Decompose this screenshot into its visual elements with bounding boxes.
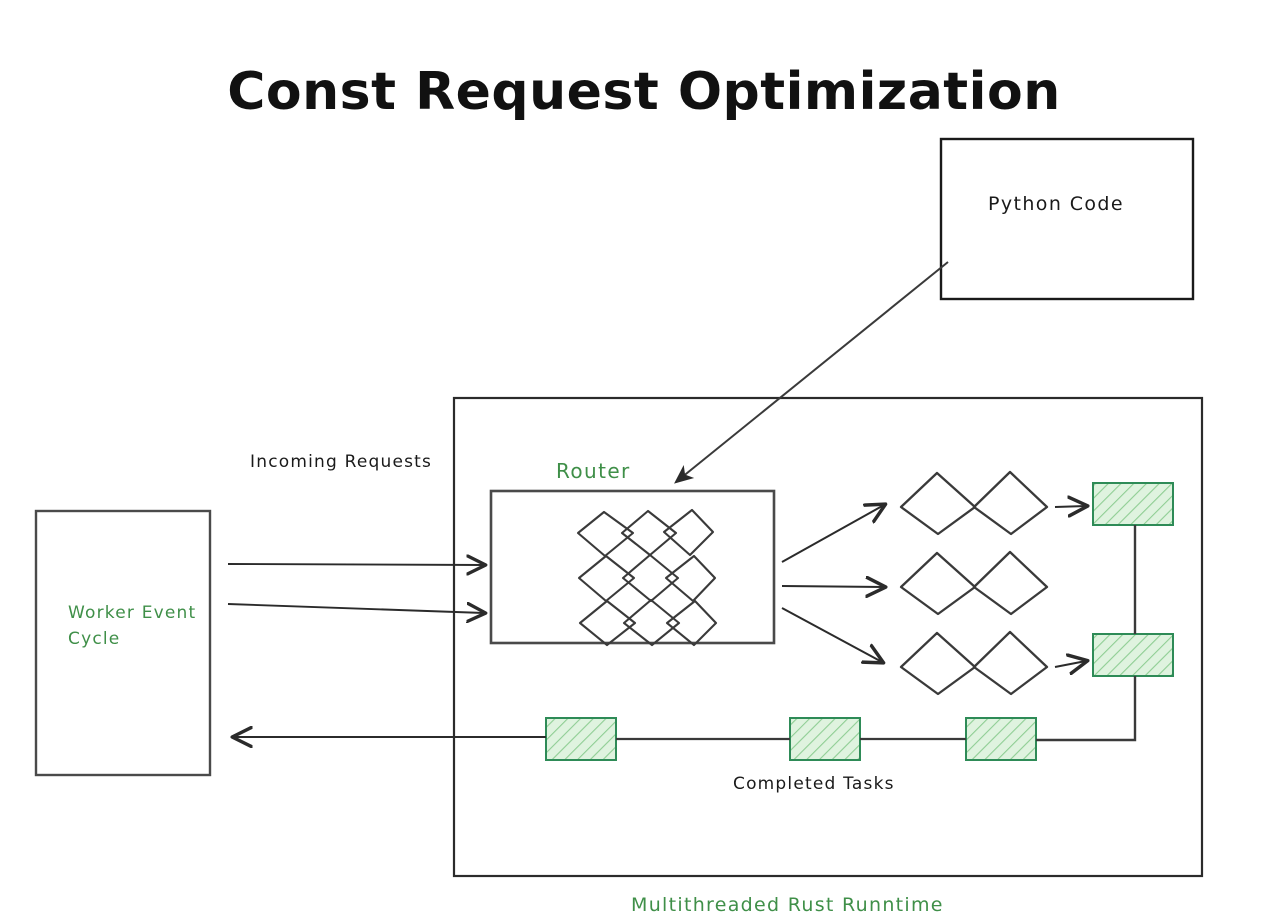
worker-output-boxes	[1092, 482, 1174, 677]
arrow-incoming-request-1	[227, 564, 484, 565]
python-code-label: Python Code	[988, 193, 1124, 215]
completed-tasks-label: Completed Tasks	[733, 774, 895, 794]
arrow-router-to-lane-3	[781, 607, 882, 662]
completed-task-boxes	[545, 717, 1037, 761]
worker-output-box-bottom[interactable]	[1092, 633, 1174, 677]
worker-event-cycle-box[interactable]	[34, 509, 212, 777]
arrow-incoming-request-2	[227, 604, 484, 613]
connector-output-to-bottom	[1036, 676, 1137, 742]
page-title: Const Request Optimization	[227, 62, 1061, 122]
completed-task-box-3[interactable]	[965, 717, 1037, 761]
arrow-router-to-lane-2	[781, 586, 884, 587]
completed-task-box-1[interactable]	[545, 717, 617, 761]
worker-lane-diamonds	[899, 470, 1049, 696]
python-code-box[interactable]	[939, 137, 1195, 301]
arrow-lane3-to-output	[1054, 661, 1086, 667]
worker-event-cycle-label: Worker Event Cycle	[68, 603, 197, 649]
worker-output-box-top[interactable]	[1092, 482, 1174, 526]
router-queue-diamonds	[576, 508, 718, 647]
arrow-router-to-lane-1	[781, 505, 884, 563]
router-box[interactable]	[489, 489, 776, 645]
router-label: Router	[556, 459, 631, 483]
runtime-container-label: Multithreaded Rust Runntime	[631, 894, 944, 916]
arrow-python-to-router	[674, 261, 949, 484]
runtime-container-box[interactable]	[452, 396, 1204, 878]
incoming-requests-label: Incoming Requests	[250, 452, 433, 472]
arrow-lane1-to-output	[1054, 506, 1086, 507]
completed-task-box-2[interactable]	[789, 717, 861, 761]
